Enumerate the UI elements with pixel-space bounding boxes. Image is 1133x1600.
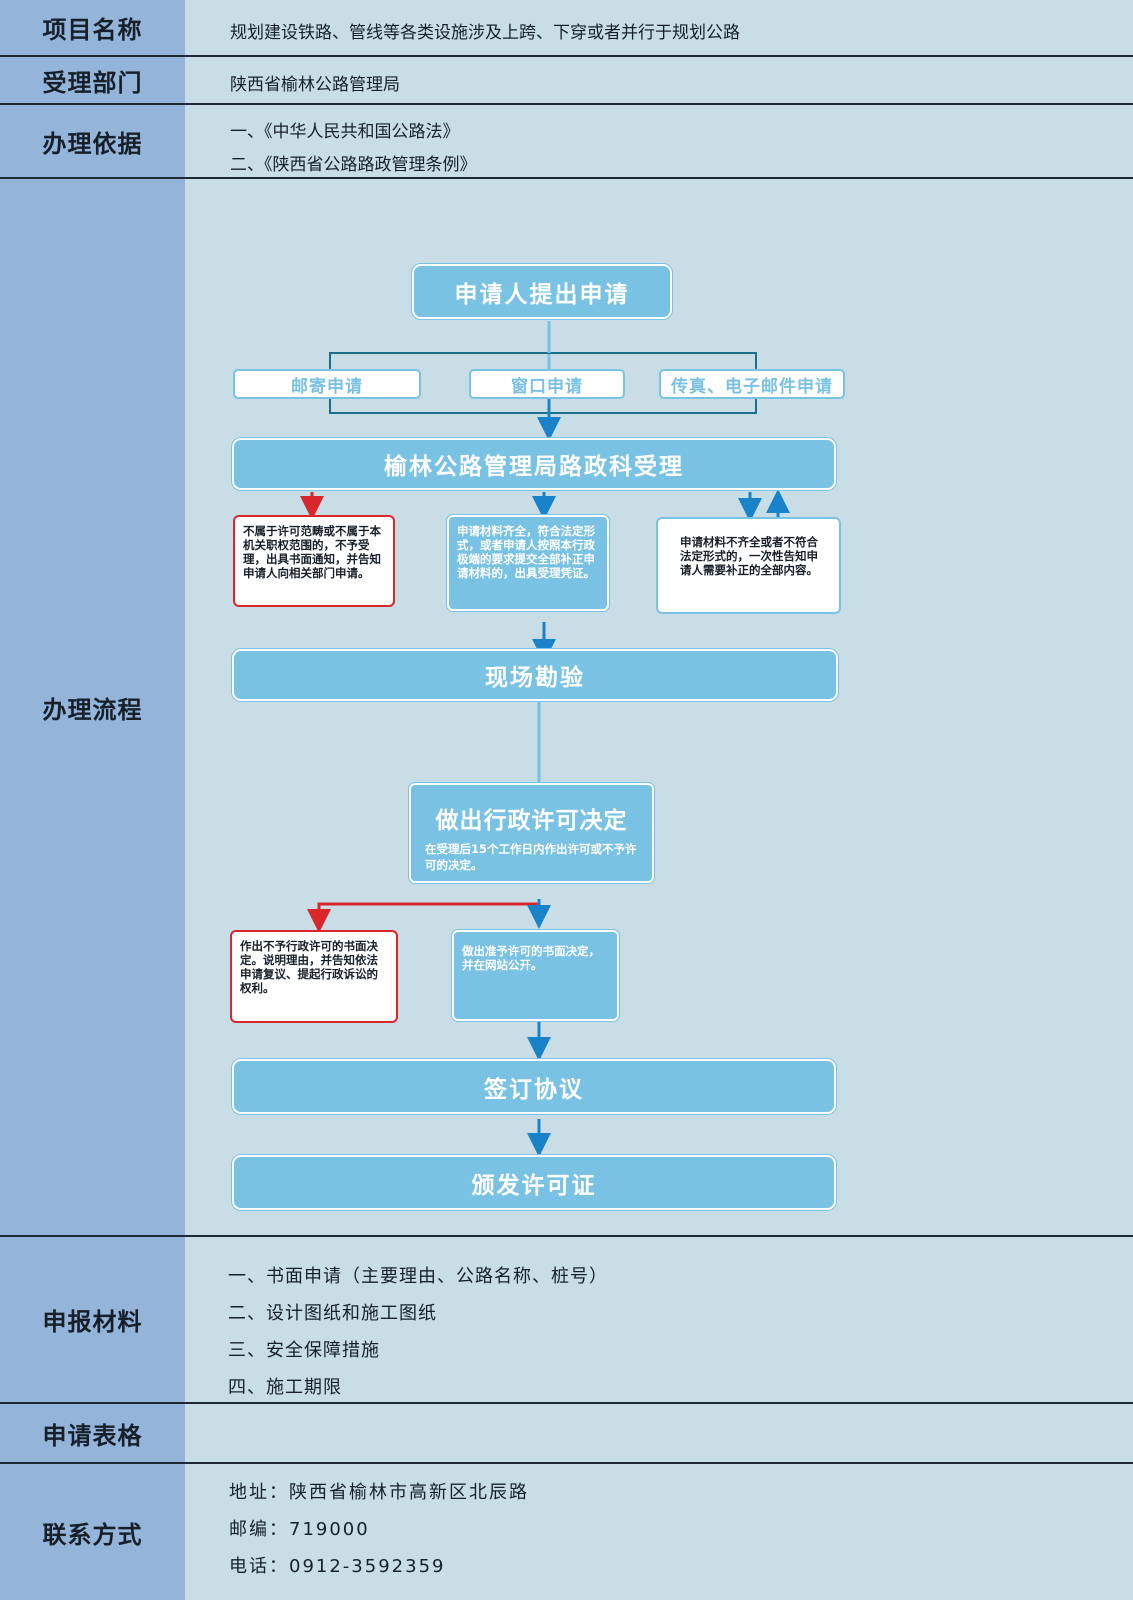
- material-item-1: 一、书面申请（主要理由、公路名称、桩号）: [228, 1266, 608, 1287]
- material-item-3: 三、安全保障措施: [228, 1340, 380, 1361]
- note-grant: 做出准予许可的书面决定，并在网站公开。: [452, 930, 619, 1021]
- row-materials: 申报材料 一、书面申请（主要理由、公路名称、桩号） 二、设计图纸和施工图纸 三、…: [0, 1237, 1133, 1404]
- note-not-accepted: 不属于许可范畴或不属于本机关职权范围的，不予受理，出具书面通知，并告知申请人向相…: [233, 515, 395, 607]
- contact-address: 地址：陕西省榆林市高新区北辰路: [229, 1482, 529, 1503]
- step-sign: 签订协议: [232, 1059, 836, 1114]
- connector-channels-frame: [329, 352, 757, 414]
- department-value: 陕西省榆林公路管理局: [230, 75, 400, 95]
- step-issue: 颁发许可证: [232, 1155, 836, 1210]
- row-content-department: 陕西省榆林公路管理局: [185, 57, 1133, 103]
- row-label-project: 项目名称: [0, 0, 185, 55]
- row-content-materials: 一、书面申请（主要理由、公路名称、桩号） 二、设计图纸和施工图纸 三、安全保障措…: [185, 1237, 1133, 1402]
- arrow-decision-to-deny: [307, 899, 541, 933]
- basis-line-1: 一、《中华人民共和国公路法》: [230, 122, 460, 142]
- row-label-basis: 办理依据: [0, 105, 185, 177]
- flowchart-connectors: [300, 321, 790, 1157]
- channel-window: 窗口申请: [469, 369, 625, 399]
- row-forms: 申请表格: [0, 1404, 1133, 1464]
- channel-fax-email: 传真、电子邮件申请: [659, 369, 845, 399]
- row-content-contact: 地址：陕西省榆林市高新区北辰路 邮编：719000 电话：0912-359235…: [185, 1464, 1133, 1600]
- row-content-project: 规划建设铁路、管线等各类设施涉及上跨、下穿或者并行于规划公路: [185, 0, 1133, 55]
- basis-line-2: 二、《陕西省公路路政管理条例》: [230, 155, 477, 175]
- row-label-materials: 申报材料: [0, 1237, 185, 1402]
- material-item-4: 四、施工期限: [228, 1377, 342, 1398]
- row-project: 项目名称 规划建设铁路、管线等各类设施涉及上跨、下穿或者并行于规划公路: [0, 0, 1133, 57]
- note-accepted: 申请材料齐全，符合法定形式，或者申请人按照本行政极端的要求提交全部补正申请材料的…: [447, 515, 609, 611]
- note-supplement: 申请材料不齐全或者不符合法定形式的，一次性告知申请人需要补正的全部内容。: [656, 517, 841, 614]
- row-content-forms: [185, 1404, 1133, 1462]
- row-basis: 办理依据 一、《中华人民共和国公路法》 二、《陕西省公路路政管理条例》: [0, 105, 1133, 179]
- project-name-value: 规划建设铁路、管线等各类设施涉及上跨、下穿或者并行于规划公路: [230, 23, 740, 43]
- step-decision: 做出行政许可决定 在受理后15个工作日内作出许可或不予许可的决定。: [409, 783, 654, 883]
- process-flowchart: 申请人提出申请 邮寄申请 窗口申请 传真、电子邮件申请 榆林公路管理局路政科受理…: [185, 179, 1133, 1235]
- decision-title: 做出行政许可决定: [435, 808, 628, 834]
- decision-subtitle: 在受理后15个工作日内作出许可或不予许可的决定。: [425, 842, 637, 872]
- note-deny: 作出不予行政许可的书面决定。说明理由，并告知依法申请复议、提起行政诉讼的权利。: [230, 930, 398, 1023]
- row-label-department: 受理部门: [0, 57, 185, 103]
- channel-mail: 邮寄申请: [233, 369, 421, 399]
- row-content-basis: 一、《中华人民共和国公路法》 二、《陕西省公路路政管理条例》: [185, 105, 1133, 177]
- row-process: 办理流程: [0, 179, 1133, 1237]
- row-label-contact: 联系方式: [0, 1464, 185, 1600]
- row-department: 受理部门 陕西省榆林公路管理局: [0, 57, 1133, 105]
- contact-postcode: 邮编：719000: [229, 1519, 370, 1540]
- row-label-process: 办理流程: [0, 179, 185, 1235]
- row-label-forms: 申请表格: [0, 1404, 185, 1462]
- contact-phone: 电话：0912-3592359: [229, 1556, 446, 1577]
- row-contact: 联系方式 地址：陕西省榆林市高新区北辰路 邮编：719000 电话：0912-3…: [0, 1464, 1133, 1600]
- step-accept: 榆林公路管理局路政科受理: [232, 438, 836, 490]
- step-apply: 申请人提出申请: [412, 264, 672, 319]
- step-inspect: 现场勘验: [232, 649, 838, 701]
- material-item-2: 二、设计图纸和施工图纸: [228, 1303, 437, 1324]
